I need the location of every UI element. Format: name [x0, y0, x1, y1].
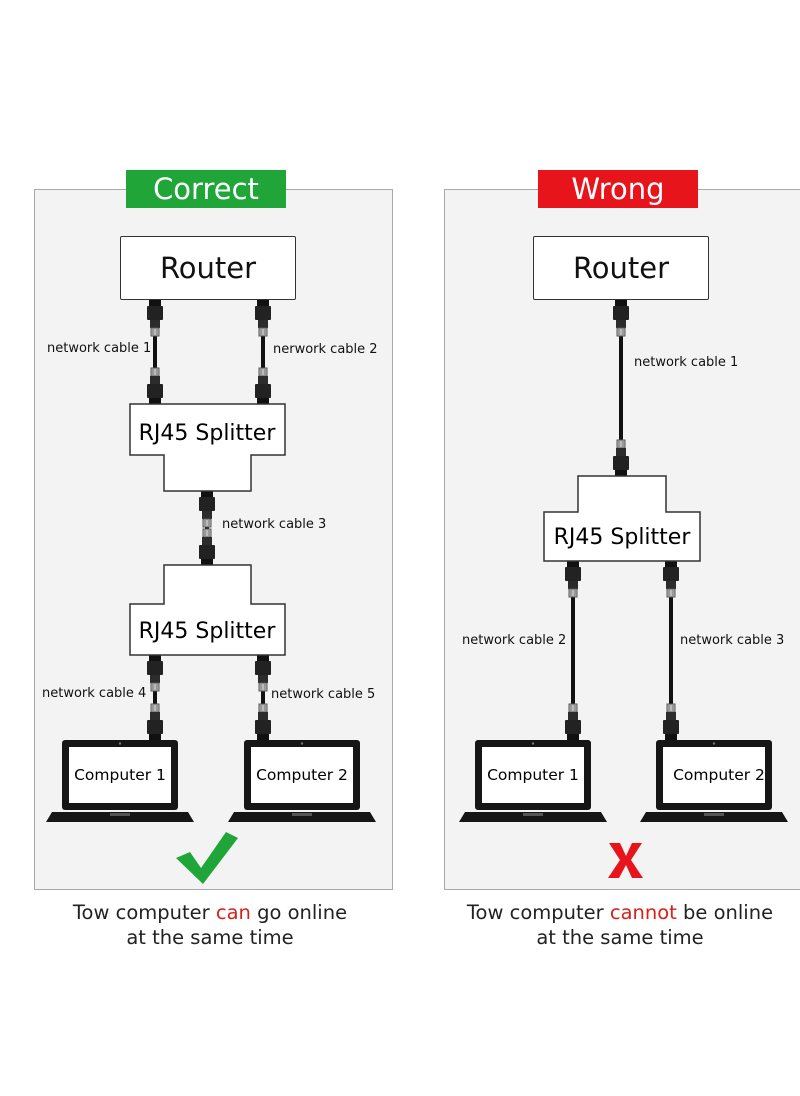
- correct-splitter-2-label: RJ45 Splitter: [139, 619, 277, 644]
- correct-computer-2: Computer 2: [228, 740, 376, 822]
- wrong-caption-post: be online: [676, 901, 774, 924]
- wrong-cable-1-label: network cable 1: [634, 355, 739, 370]
- correct-cable-2-label: nerwork cable 2: [273, 342, 378, 357]
- wrong-badge: Wrong: [538, 170, 698, 208]
- correct-splitter-2: RJ45 Splitter: [129, 564, 286, 656]
- wrong-caption: Tow computer cannot be online at the sam…: [440, 900, 800, 950]
- correct-splitter-1-label: RJ45 Splitter: [139, 421, 277, 446]
- correct-cable-4-label: network cable 4: [42, 686, 147, 701]
- correct-computer-1-label: Computer 1: [74, 766, 166, 784]
- correct-caption: Tow computer can go online at the same t…: [30, 900, 390, 950]
- correct-computer-2-label: Computer 2: [256, 766, 348, 784]
- correct-caption-highlight: can: [215, 901, 251, 924]
- checkmark-icon: [176, 832, 238, 884]
- wrong-computer-1-label: Computer 1: [487, 766, 579, 784]
- correct-router-label: Router: [159, 251, 257, 285]
- wrong-splitter: RJ45 Splitter: [543, 475, 701, 562]
- correct-cable-1-label: network cable 1: [47, 341, 152, 356]
- wrong-computer-2: Computer 2: [640, 740, 788, 822]
- correct-caption-post: go online: [250, 901, 348, 924]
- wrong-computer-2-label: Computer 2: [673, 766, 765, 784]
- wrong-splitter-label: RJ45 Splitter: [554, 525, 692, 550]
- wrong-router-box: Router: [533, 236, 709, 300]
- wrong-cable-3-label: network cable 3: [680, 633, 785, 648]
- wrong-router-label: Router: [572, 251, 670, 285]
- correct-caption-pre: Tow computer: [72, 901, 216, 924]
- correct-cable-3-label: network cable 3: [222, 517, 327, 532]
- correct-cable-5-label: network cable 5: [271, 687, 376, 702]
- wrong-caption-line2: at the same time: [536, 926, 704, 949]
- correct-router-box: Router: [120, 236, 296, 300]
- wrong-caption-highlight: cannot: [609, 901, 677, 924]
- correct-badge: Correct: [126, 170, 286, 208]
- correct-caption-line2: at the same time: [126, 926, 294, 949]
- wrong-caption-pre: Tow computer: [466, 901, 610, 924]
- cross-icon: [608, 843, 643, 878]
- wrong-cable-2-label: network cable 2: [462, 633, 567, 648]
- correct-computer-1: Computer 1: [46, 740, 194, 822]
- wrong-computer-1: Computer 1: [459, 740, 607, 822]
- correct-splitter-1: RJ45 Splitter: [129, 403, 286, 492]
